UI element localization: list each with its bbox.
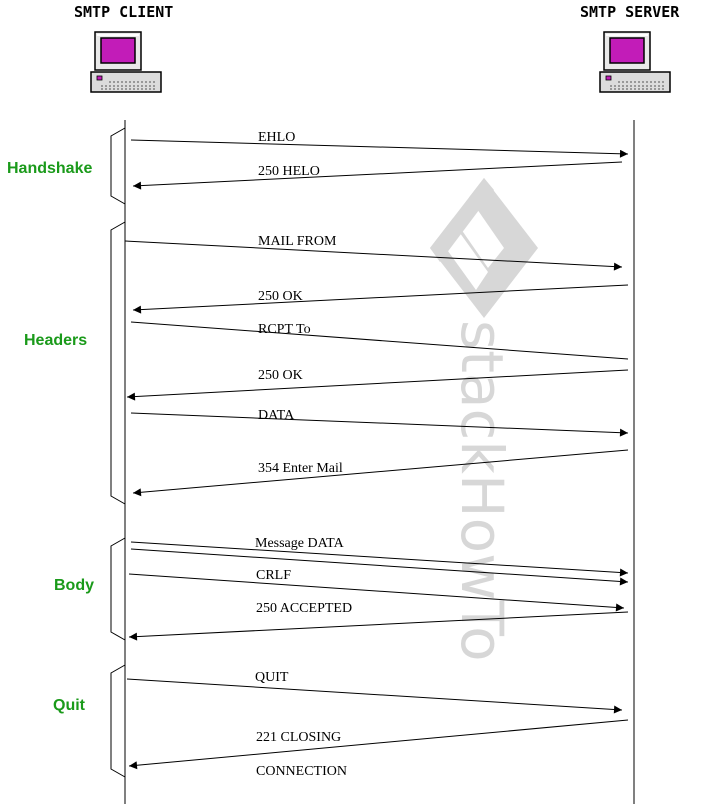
message-arrow bbox=[126, 369, 629, 401]
message-label: 250 OK bbox=[258, 289, 303, 304]
phase-body: Body bbox=[54, 537, 126, 641]
message-354-enter-mail: 354 Enter Mail bbox=[132, 449, 629, 497]
message-arrow bbox=[130, 321, 629, 360]
message-connection: CONNECTION bbox=[256, 764, 347, 779]
watermark-text: stackHowTo bbox=[448, 320, 516, 662]
message-arrow bbox=[128, 573, 625, 612]
phase-label: Headers bbox=[24, 332, 87, 349]
message-arrow bbox=[130, 412, 629, 437]
client-actor-label: SMTP CLIENT bbox=[74, 3, 173, 21]
message-arrow bbox=[130, 541, 629, 577]
message-arrow bbox=[128, 611, 629, 641]
server-actor: SMTP SERVER bbox=[580, 3, 680, 93]
phase-headers: Headers bbox=[24, 221, 126, 505]
message-message-data-second bbox=[130, 548, 629, 586]
message-label: QUIT bbox=[255, 670, 289, 685]
message-message-data: Message DATA bbox=[130, 536, 629, 577]
phase-label: Quit bbox=[53, 697, 86, 714]
message-label: EHLO bbox=[258, 130, 295, 145]
message-label: DATA bbox=[258, 408, 295, 423]
message-label: 250 HELO bbox=[258, 164, 320, 179]
phase-brace bbox=[110, 664, 126, 778]
computer-icon bbox=[90, 31, 162, 93]
phase-brace bbox=[110, 221, 126, 505]
message-label: CONNECTION bbox=[256, 764, 347, 779]
message-quit: QUIT bbox=[126, 670, 623, 714]
message-arrow bbox=[126, 678, 623, 714]
message-221-closing: 221 CLOSING bbox=[128, 719, 629, 770]
message-arrow bbox=[132, 161, 623, 190]
watermark: stackHowTo bbox=[430, 178, 538, 662]
phase-brace bbox=[110, 537, 126, 641]
message-arrow bbox=[130, 139, 629, 158]
message-label: CRLF bbox=[256, 568, 291, 583]
message-label: RCPT To bbox=[258, 322, 311, 337]
message-label: MAIL FROM bbox=[258, 234, 337, 249]
message-mail-from: MAIL FROM bbox=[124, 234, 623, 271]
message-250-accepted: 250 ACCEPTED bbox=[128, 601, 629, 641]
message-250-ok: 250 OK bbox=[126, 368, 629, 401]
message-label: 250 ACCEPTED bbox=[256, 601, 352, 616]
message-arrow bbox=[128, 719, 629, 770]
message-label: 354 Enter Mail bbox=[258, 461, 343, 476]
message-arrow bbox=[130, 548, 629, 586]
message-arrow bbox=[132, 284, 629, 314]
phase-label: Handshake bbox=[7, 160, 92, 177]
message-ehlo: EHLO bbox=[130, 130, 629, 158]
message-label: 221 CLOSING bbox=[256, 730, 341, 745]
phase-quit: Quit bbox=[53, 664, 126, 778]
message-crlf: CRLF bbox=[128, 568, 625, 612]
message-arrow bbox=[124, 240, 623, 271]
phase-handshake: Handshake bbox=[7, 127, 126, 205]
phase-label: Body bbox=[54, 577, 94, 594]
message-250-helo: 250 HELO bbox=[132, 161, 623, 190]
message-250-ok: 250 OK bbox=[132, 284, 629, 314]
message-arrow bbox=[132, 449, 629, 497]
message-label: 250 OK bbox=[258, 368, 303, 383]
phase-brace bbox=[110, 127, 126, 205]
server-actor-label: SMTP SERVER bbox=[580, 3, 680, 21]
message-data: DATA bbox=[130, 408, 629, 437]
stackhowto-logo-icon bbox=[430, 178, 538, 318]
computer-icon bbox=[599, 31, 671, 93]
message-label: Message DATA bbox=[255, 536, 345, 551]
message-rcpt-to: RCPT To bbox=[130, 321, 629, 360]
client-actor: SMTP CLIENT bbox=[74, 3, 173, 93]
